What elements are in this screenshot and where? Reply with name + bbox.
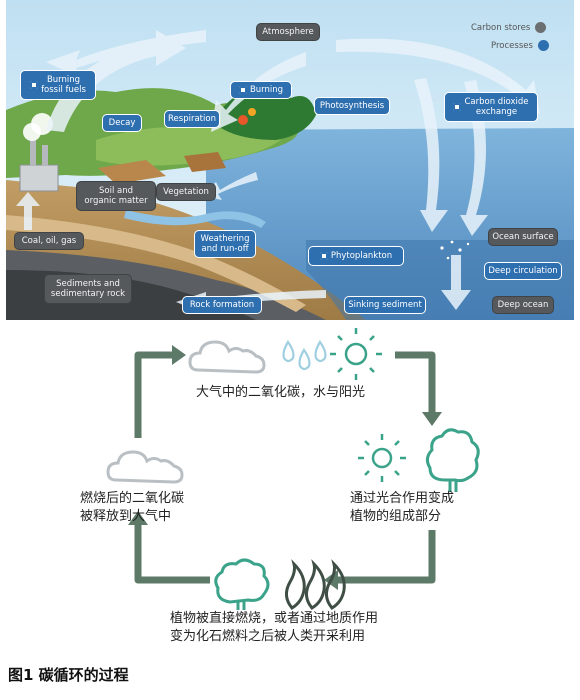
label-weathering-runoff: Weathering and run-off — [194, 230, 256, 258]
arrowhead-top-right — [422, 412, 442, 426]
label-phytoplankton: Phytoplankton — [308, 246, 404, 266]
water-drops-icon — [282, 339, 327, 371]
label-vegetation: Vegetation — [156, 183, 216, 201]
label-coal-oil-gas: Coal, oil, gas — [14, 232, 84, 250]
label-atmosphere: Atmosphere — [256, 23, 320, 41]
arrow-left-top — [134, 351, 172, 438]
sun-icon — [330, 328, 382, 380]
arrowhead-bottom-left — [128, 511, 148, 525]
figure-caption: 图1 碳循环的过程 — [8, 666, 129, 684]
label-sinking-sediment: Sinking sediment — [344, 296, 426, 314]
carbon-stores-swatch-icon — [535, 22, 547, 33]
arrow-bottom-left — [134, 525, 210, 584]
label-ocean-surface: Ocean surface — [488, 228, 558, 246]
cycle-text-left: 燃烧后的二氧化碳 被释放到大气中 — [80, 491, 185, 524]
label-decay: Decay — [102, 114, 142, 132]
label-sediments: Sediments and sedimentary rock — [44, 274, 132, 304]
label-rock-formation: Rock formation — [182, 296, 262, 314]
arrow-right-bottom — [338, 530, 436, 584]
legend-carbon-stores: Carbon stores — [471, 22, 547, 33]
process-icon — [453, 103, 462, 111]
label-deep-circulation: Deep circulation — [484, 262, 562, 280]
arrowhead-left-top — [172, 345, 186, 365]
arrow-top-right — [395, 351, 436, 412]
legend-carbon-stores-label: Carbon stores — [471, 22, 531, 33]
tree-icon — [425, 428, 480, 492]
label-carbon-dioxide-exchange: Carbon dioxide exchange — [444, 92, 538, 122]
carbon-cycle-illustration: Carbon stores Processes Atmosphere Soil … — [6, 0, 574, 320]
label-burning: Burning — [230, 81, 292, 99]
cycle-text-right: 通过光合作用变成 植物的组成部分 — [350, 491, 455, 524]
label-burning-fossil-fuels: Burning fossil fuels — [20, 70, 96, 100]
cycle-text-bottom: 植物被直接燃烧，或者通过地质作用 变为化石燃料之后被人类开采利用 — [170, 611, 379, 644]
sun-icon-right — [358, 434, 406, 482]
label-respiration: Respiration — [164, 110, 220, 128]
legend-processes: Processes — [491, 40, 549, 51]
process-icon — [238, 86, 247, 94]
label-photosynthesis: Photosynthesis — [314, 97, 390, 115]
processes-swatch-icon — [537, 40, 549, 51]
tree-icon-bottom — [214, 558, 270, 610]
process-icon — [30, 81, 39, 89]
cycle-text-top: 大气中的二氧化碳，水与阳光 — [196, 385, 366, 400]
process-icon — [319, 252, 328, 260]
flame-icon — [285, 559, 346, 610]
simple-cycle-diagram: 大气中的二氧化碳，水与阳光 通过光合作用变成 植物的组成部分 燃烧后的二氧化碳 … — [0, 320, 580, 660]
cloud-icon-left — [106, 450, 184, 484]
cloud-icon — [188, 340, 266, 374]
label-soil-organic-matter: Soil and organic matter — [76, 181, 156, 211]
legend-processes-label: Processes — [491, 40, 533, 51]
label-deep-ocean: Deep ocean — [492, 296, 554, 314]
cycle-arrows — [106, 328, 480, 610]
